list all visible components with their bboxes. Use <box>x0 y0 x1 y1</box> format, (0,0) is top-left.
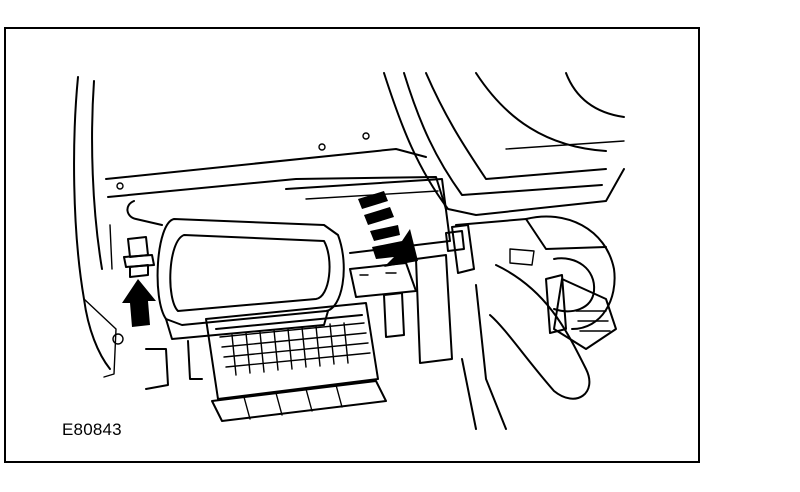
dashboard-diagram <box>73 72 625 430</box>
retaining-bolt <box>123 236 155 278</box>
figure-id-label: E80843 <box>62 420 122 439</box>
diagram-frame: E80843 <box>4 27 700 463</box>
mounting-clip <box>445 230 465 252</box>
arrow-up-icon <box>122 279 156 327</box>
arrow-down-left-icon <box>358 191 418 267</box>
steering-column-area <box>383 72 625 430</box>
a-pillar-trim <box>73 76 124 378</box>
